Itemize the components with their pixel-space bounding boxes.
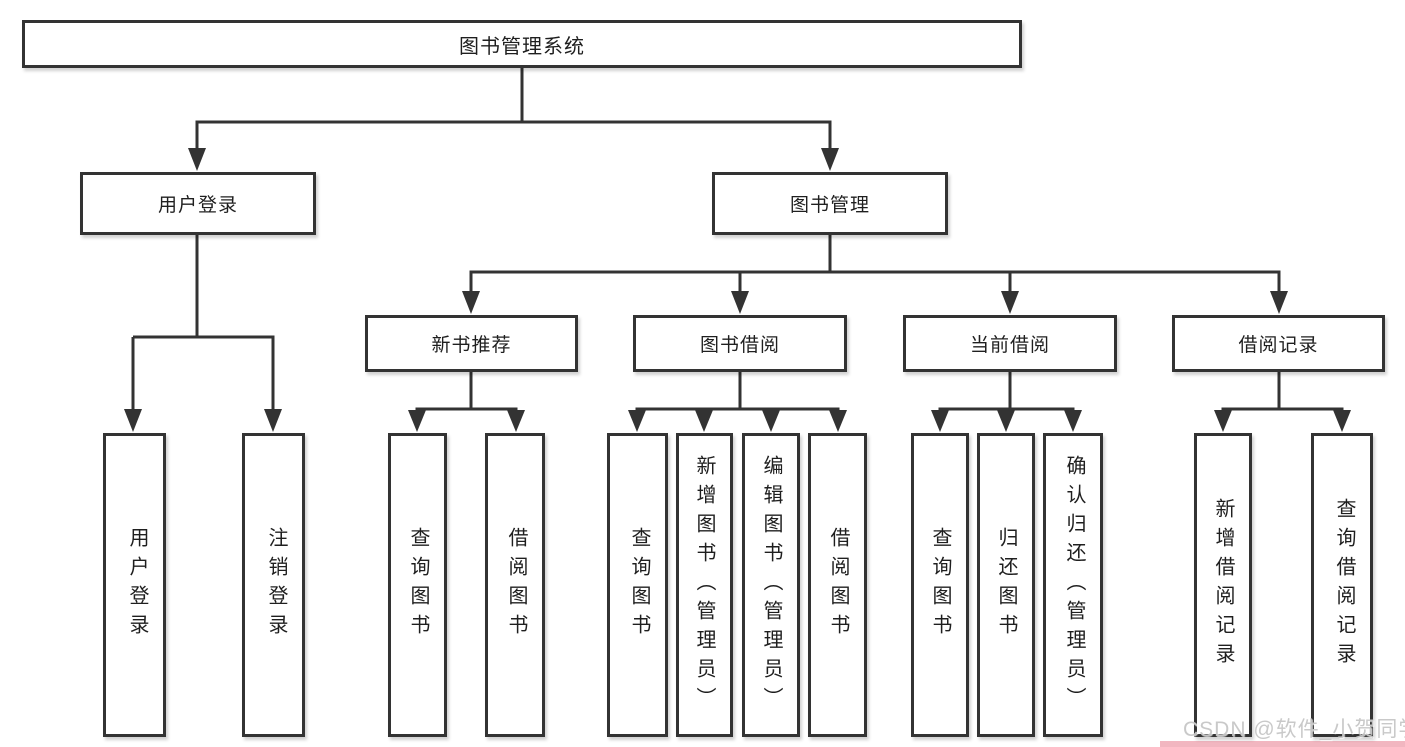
watermark-band bbox=[1160, 741, 1405, 747]
connector-current-borrow-to-leaves bbox=[931, 372, 1082, 432]
node-new-book-recommend: 新书推荐 bbox=[365, 315, 578, 372]
node-current-borrow: 当前借阅 bbox=[903, 315, 1117, 372]
connector-new-book-recommend-to-leaves bbox=[408, 372, 525, 432]
node-borrow-records: 借阅记录 bbox=[1172, 315, 1385, 372]
connector-root-to-level2 bbox=[188, 68, 839, 171]
connector-borrow-records-to-leaves bbox=[1214, 372, 1351, 432]
leaf-user-login: 用户登录 bbox=[103, 433, 166, 737]
leaf-add-book-admin: 新增图书（管理员） bbox=[676, 433, 733, 737]
leaf-query-books-recommend: 查询图书 bbox=[388, 433, 447, 737]
leaf-confirm-return-admin: 确认归还（管理员） bbox=[1043, 433, 1103, 737]
connector-user-login-to-leaves bbox=[124, 235, 282, 432]
watermark-text: CSDN @软件_小贺同学 bbox=[1183, 718, 1405, 741]
leaf-edit-book-admin: 编辑图书（管理员） bbox=[742, 433, 800, 737]
node-book-borrow: 图书借阅 bbox=[633, 315, 847, 372]
node-book-management-branch: 图书管理 bbox=[712, 172, 948, 235]
node-user-login-branch: 用户登录 bbox=[80, 172, 316, 235]
leaf-query-borrow-record: 查询借阅记录 bbox=[1311, 433, 1373, 737]
leaf-borrow-books-recommend: 借阅图书 bbox=[485, 433, 545, 737]
leaf-borrow-books: 借阅图书 bbox=[808, 433, 867, 737]
leaf-logout: 注销登录 bbox=[242, 433, 305, 737]
connector-book-borrow-to-leaves bbox=[628, 372, 847, 432]
connector-book-management-to-level3 bbox=[462, 235, 1288, 314]
leaf-add-borrow-record: 新增借阅记录 bbox=[1194, 433, 1252, 737]
leaf-return-books: 归还图书 bbox=[977, 433, 1035, 737]
node-library-management-system: 图书管理系统 bbox=[22, 20, 1022, 68]
leaf-query-books-current: 查询图书 bbox=[911, 433, 969, 737]
leaf-query-books-borrow: 查询图书 bbox=[607, 433, 668, 737]
